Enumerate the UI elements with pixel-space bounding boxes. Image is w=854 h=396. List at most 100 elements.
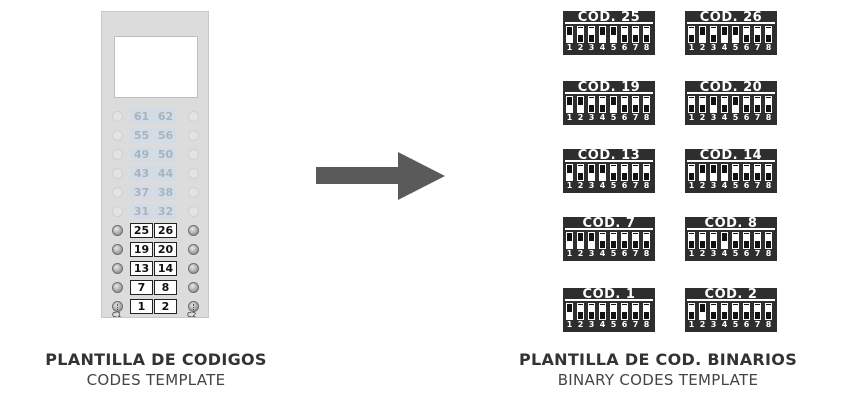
indicator-led <box>112 149 123 160</box>
dip-switch-number: 5 <box>610 43 617 52</box>
dip-switch-knob <box>755 98 760 105</box>
dip-switch <box>710 303 717 320</box>
dip-switch-number: 4 <box>721 320 728 329</box>
dip-switch <box>743 26 750 43</box>
dip-switch-knob <box>722 241 727 248</box>
dip-switch <box>699 26 706 43</box>
dip-switch-knob <box>689 305 694 312</box>
dip-switch-knob <box>733 105 738 112</box>
dip-switch <box>621 164 628 181</box>
dip-switch-knob <box>611 105 616 112</box>
dip-separator <box>565 92 653 94</box>
dip-switch-number: 3 <box>710 113 717 122</box>
dip-code-label: COD. 14 <box>699 148 763 163</box>
dip-switch-knob <box>755 166 760 173</box>
dip-switch-number: 8 <box>765 320 772 329</box>
dip-switch-number: 5 <box>610 181 617 190</box>
dip-switch <box>688 232 695 249</box>
dip-switch <box>754 303 761 320</box>
dip-switch <box>743 303 750 320</box>
dip-separator <box>565 22 653 24</box>
dip-switch-knob <box>600 234 605 241</box>
dip-switch-number: 6 <box>621 320 628 329</box>
c1-label: C1 <box>112 311 122 319</box>
dip-switch <box>732 164 739 181</box>
dip-switch-knob <box>689 98 694 105</box>
dip-switch-number: 7 <box>632 43 639 52</box>
dip-switch-knob <box>711 105 716 112</box>
dip-switch-knob <box>589 28 594 35</box>
dip-switch-number: 1 <box>566 249 573 258</box>
dip-switch-knob <box>644 98 649 105</box>
dip-code-label: COD. 19 <box>577 80 641 95</box>
indicator-led <box>188 187 199 198</box>
dip-switch-number: 4 <box>599 43 606 52</box>
dip-switch <box>632 96 639 113</box>
dip-switch-knob <box>589 98 594 105</box>
dip-switch-knob <box>633 28 638 35</box>
dip-switch <box>621 303 628 320</box>
dip-switch-number: 4 <box>599 320 606 329</box>
dip-switch-number: 2 <box>577 181 584 190</box>
dip-switch-number: 5 <box>732 181 739 190</box>
dip-switch-number: 3 <box>588 249 595 258</box>
dip-switch-knob <box>700 35 705 42</box>
dip-switch-knob <box>578 105 583 112</box>
dip-switch <box>754 96 761 113</box>
dip-switch-number: 1 <box>688 43 695 52</box>
code-number-box: 32 <box>154 204 177 219</box>
dip-switch <box>599 164 606 181</box>
dip-switch-knob <box>700 98 705 105</box>
indicator-led <box>188 130 199 141</box>
dip-code-label: COD. 26 <box>699 10 763 25</box>
dip-switch <box>588 164 595 181</box>
dip-switch <box>610 26 617 43</box>
dip-switch <box>610 164 617 181</box>
dip-switch <box>765 303 772 320</box>
dip-switch-number: 8 <box>643 113 650 122</box>
indicator-led <box>188 244 199 255</box>
dip-switch-knob <box>755 28 760 35</box>
dip-switch-number: 2 <box>577 320 584 329</box>
code-number-box: 38 <box>154 185 177 200</box>
dip-switch-number: 3 <box>710 320 717 329</box>
dip-switch-knob <box>744 305 749 312</box>
dip-code-label: COD. 1 <box>582 287 636 302</box>
dip-switch-number: 2 <box>577 249 584 258</box>
dip-switch-number: 8 <box>765 43 772 52</box>
dip-switch <box>765 232 772 249</box>
code-number-box: 8 <box>154 280 177 295</box>
dip-switch-number: 3 <box>588 43 595 52</box>
dip-switch-knob <box>633 166 638 173</box>
dip-switch-number: 2 <box>577 43 584 52</box>
code-number-box: 7 <box>130 280 153 295</box>
dip-switch <box>577 26 584 43</box>
dip-switch-knob <box>611 166 616 173</box>
dip-switch <box>710 96 717 113</box>
dip-switch-number: 3 <box>588 181 595 190</box>
dip-switch-number: 5 <box>732 320 739 329</box>
dip-switch-knob <box>644 166 649 173</box>
dip-switch-number: 1 <box>688 249 695 258</box>
code-number-box: 19 <box>130 242 153 257</box>
dip-separator <box>687 160 775 162</box>
dip-switch-knob <box>633 234 638 241</box>
dip-switch-number: 7 <box>754 181 761 190</box>
dip-switch-knob <box>711 305 716 312</box>
dip-switch <box>699 96 706 113</box>
dip-switch-knob <box>567 173 572 180</box>
code-number-box: 44 <box>154 166 177 181</box>
dip-switch-number: 6 <box>743 43 750 52</box>
dip-switch-knob <box>589 305 594 312</box>
dip-switch <box>643 232 650 249</box>
dip-switch <box>721 232 728 249</box>
dip-switch-number: 2 <box>577 113 584 122</box>
dip-switch <box>732 232 739 249</box>
